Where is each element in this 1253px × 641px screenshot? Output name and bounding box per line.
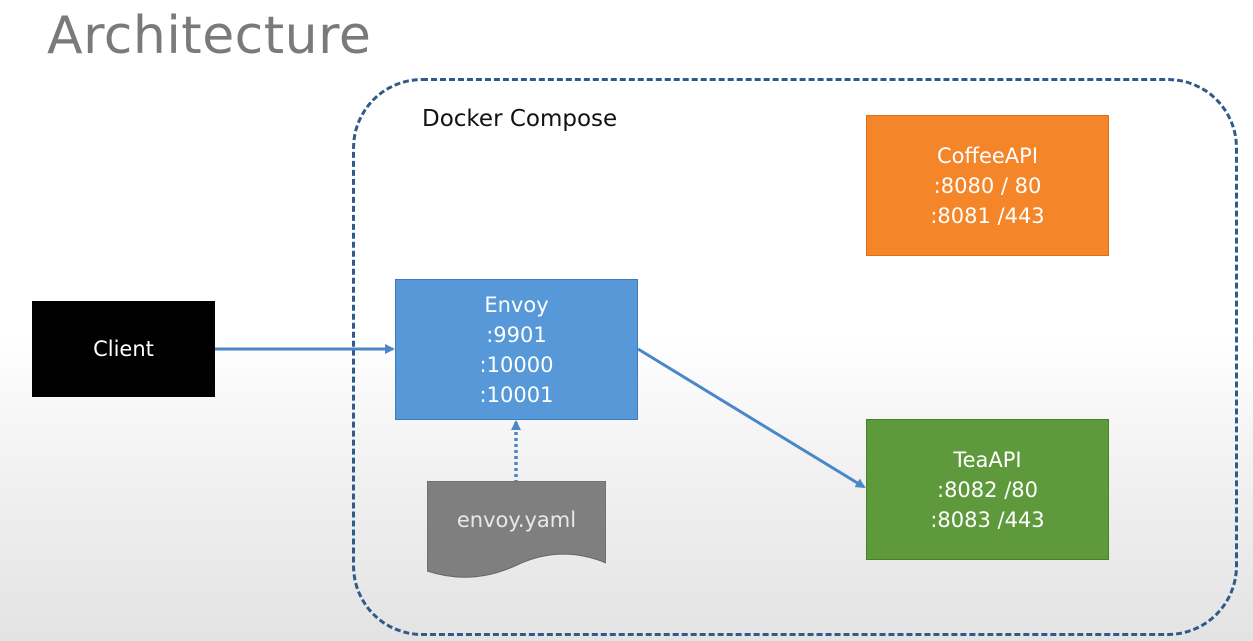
coffeeapi-node: CoffeeAPI :8080 / 80 :8081 /443 <box>866 115 1109 256</box>
slide-title: Architecture <box>47 6 372 66</box>
envoy-to-teaapi-arrow <box>637 347 866 489</box>
envoy-yaml-document: envoy.yaml <box>427 481 606 581</box>
envoy-port-http: :10000 <box>479 352 554 377</box>
docker-compose-label: Docker Compose <box>422 106 618 132</box>
teaapi-port-http: :8082 /80 <box>937 477 1038 502</box>
envoy-yaml-label: envoy.yaml <box>456 508 577 532</box>
envoy-port-admin: :9901 <box>486 322 547 347</box>
coffeeapi-name: CoffeeAPI <box>936 143 1039 168</box>
teaapi-name: TeaAPI <box>953 447 1022 472</box>
coffeeapi-port-https: :8081 /443 <box>930 203 1045 228</box>
document-shape-icon <box>427 481 606 578</box>
teaapi-node: TeaAPI :8082 /80 :8083 /443 <box>866 419 1109 560</box>
envoy-port-https: :10001 <box>479 382 554 407</box>
coffeeapi-port-http: :8080 / 80 <box>933 173 1042 198</box>
teaapi-port-https: :8083 /443 <box>930 507 1045 532</box>
docker-compose-boundary <box>352 78 1238 636</box>
envoy-name: Envoy <box>484 292 549 317</box>
client-label: Client <box>93 337 154 361</box>
envoy-node: Envoy :9901 :10000 :10001 <box>395 279 638 420</box>
client-node: Client <box>32 301 215 397</box>
